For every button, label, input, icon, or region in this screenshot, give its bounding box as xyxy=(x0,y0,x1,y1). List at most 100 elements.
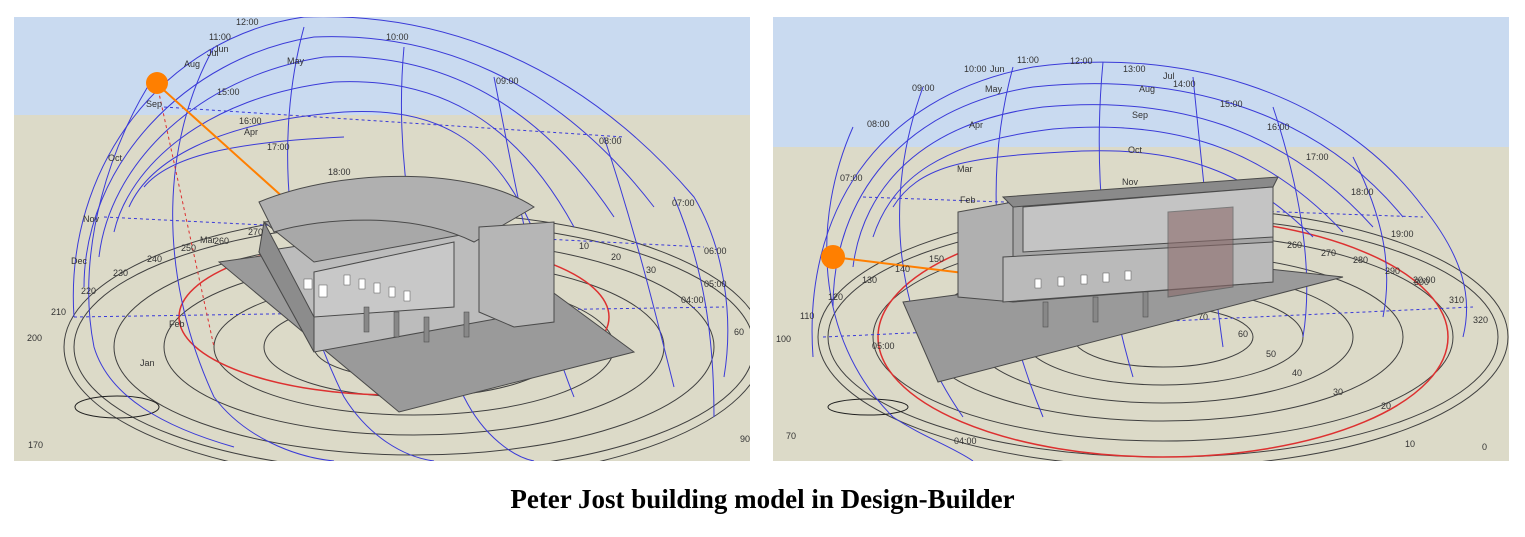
azimuth-label: 250 xyxy=(181,243,196,253)
hour-label: 17:00 xyxy=(267,142,290,152)
hour-label: 07:00 xyxy=(840,173,863,183)
hour-label: 07:00 xyxy=(672,198,695,208)
month-label: Aug xyxy=(184,59,200,69)
azimuth-label: 170 xyxy=(28,440,43,450)
right-hour-labels: 10:00 11:00 12:00 13:00 14:00 09:00 15:0… xyxy=(840,55,1436,446)
azimuth-label: 20 xyxy=(1381,401,1391,411)
month-label: Nov xyxy=(1122,177,1139,187)
hour-label: 09:00 xyxy=(912,83,935,93)
hour-label: 10:00 xyxy=(964,64,987,74)
month-label: Aug xyxy=(1139,84,1155,94)
month-label: Jun xyxy=(990,64,1005,74)
azimuth-label: 270 xyxy=(1321,248,1336,258)
hour-label: 11:00 xyxy=(209,32,231,42)
hour-label: 18:00 xyxy=(328,167,351,177)
building-model xyxy=(902,176,1344,383)
hour-label: 05:00 xyxy=(704,279,727,289)
month-label: Dec xyxy=(71,256,88,266)
azimuth-label: 70 xyxy=(786,431,796,441)
azimuth-label: 40 xyxy=(1292,368,1302,378)
azimuth-label: 200 xyxy=(27,333,42,343)
month-label: Jun xyxy=(214,44,229,54)
hour-label: 14:00 xyxy=(1173,79,1196,89)
month-label: Apr xyxy=(969,120,983,130)
azimuth-label: 120 xyxy=(828,292,843,302)
sky xyxy=(14,17,750,115)
left-scene: 12:00 10:00 11:00 09:00 15:00 16:00 17:0… xyxy=(14,17,750,461)
month-label: Jul xyxy=(207,48,219,58)
hour-label: 19:00 xyxy=(1391,229,1414,239)
hour-label: 10:00 xyxy=(386,32,409,42)
hour-label: 05:00 xyxy=(872,341,895,351)
hour-label: 06:00 xyxy=(704,246,727,256)
azimuth-label: 10 xyxy=(579,241,589,251)
sky xyxy=(773,17,1509,147)
hour-label: 18:00 xyxy=(1351,187,1374,197)
hour-label: 11:00 xyxy=(1017,55,1039,65)
hour-label: 12:00 xyxy=(1070,56,1093,66)
month-label: Apr xyxy=(244,127,258,137)
month-label: May xyxy=(287,56,305,66)
azimuth-label: 60 xyxy=(1238,329,1248,339)
azimuth-label: 0 xyxy=(1482,442,1487,452)
hour-label: 04:00 xyxy=(954,436,977,446)
north-marker xyxy=(827,398,909,416)
azimuth-label: 310 xyxy=(1449,295,1464,305)
right-azimuth-labels: 150 140 130 120 110 100 70 260 270 280 2… xyxy=(776,240,1488,452)
azimuth-label: 140 xyxy=(895,264,910,274)
month-label: Jan xyxy=(140,358,155,368)
month-label: Sep xyxy=(146,99,162,109)
building-model xyxy=(217,175,636,413)
azimuth-label: 240 xyxy=(147,254,162,264)
left-hour-labels: 12:00 10:00 11:00 09:00 15:00 16:00 17:0… xyxy=(209,17,727,305)
hour-label: 04:00 xyxy=(681,295,704,305)
month-label: Nov xyxy=(83,214,100,224)
hour-label: 08:00 xyxy=(599,136,622,146)
month-label: Oct xyxy=(1128,145,1143,155)
azimuth-label: 300 xyxy=(1414,277,1429,287)
azimuth-label: 150 xyxy=(929,254,944,264)
azimuth-label: 230 xyxy=(113,268,128,278)
azimuth-label: 260 xyxy=(214,236,229,246)
azimuth-label: 110 xyxy=(800,311,814,321)
hour-label: 08:00 xyxy=(867,119,890,129)
left-month-labels: Jun Jul Aug May Sep Apr Oct Nov Mar Dec … xyxy=(71,44,305,368)
azimuth-label: 290 xyxy=(1385,266,1400,276)
month-label: Jul xyxy=(1163,71,1175,81)
hour-label: 15:00 xyxy=(217,87,240,97)
right-month-labels: Jun Jul May Aug Apr Sep Oct Mar Nov Feb xyxy=(957,64,1175,205)
month-label: May xyxy=(985,84,1003,94)
azimuth-label: 20 xyxy=(611,252,621,262)
north-marker xyxy=(74,395,160,419)
azimuth-label: 60 xyxy=(734,327,744,337)
hour-label: 13:00 xyxy=(1123,64,1146,74)
azimuth-label: 320 xyxy=(1473,315,1488,325)
azimuth-label: 130 xyxy=(862,275,877,285)
right-sunpath-view: 10:00 11:00 12:00 13:00 14:00 09:00 15:0… xyxy=(773,17,1509,461)
month-label: Mar xyxy=(957,164,973,174)
hour-label: 16:00 xyxy=(239,116,262,126)
azimuth-label: 30 xyxy=(1333,387,1343,397)
month-label: Mar xyxy=(200,235,216,245)
month-label: Oct xyxy=(108,153,123,163)
sun-projection xyxy=(156,83,215,348)
right-scene: 10:00 11:00 12:00 13:00 14:00 09:00 15:0… xyxy=(773,17,1509,461)
azimuth-label: 50 xyxy=(1266,349,1276,359)
month-label: Feb xyxy=(169,319,185,329)
hour-label: 15:00 xyxy=(1220,99,1243,109)
figure-caption: Peter Jost building model in Design-Buil… xyxy=(510,484,1015,514)
azimuth-label: 280 xyxy=(1353,255,1368,265)
month-label: Sep xyxy=(1132,110,1148,120)
azimuth-label: 260 xyxy=(1287,240,1302,250)
month-label: Feb xyxy=(960,195,976,205)
sun xyxy=(146,72,168,94)
left-azimuth-labels: 250 260 270 240 230 220 210 200 170 10 2… xyxy=(27,227,750,450)
azimuth-label: 30 xyxy=(646,265,656,275)
hour-label: 09:00 xyxy=(496,76,519,86)
azimuth-label: 10 xyxy=(1405,439,1415,449)
azimuth-label: 210 xyxy=(51,307,66,317)
hour-label: 20:00 xyxy=(1413,275,1436,285)
hour-label: 12:00 xyxy=(236,17,259,27)
azimuth-label: 220 xyxy=(81,286,96,296)
azimuth-label: 270 xyxy=(248,227,263,237)
